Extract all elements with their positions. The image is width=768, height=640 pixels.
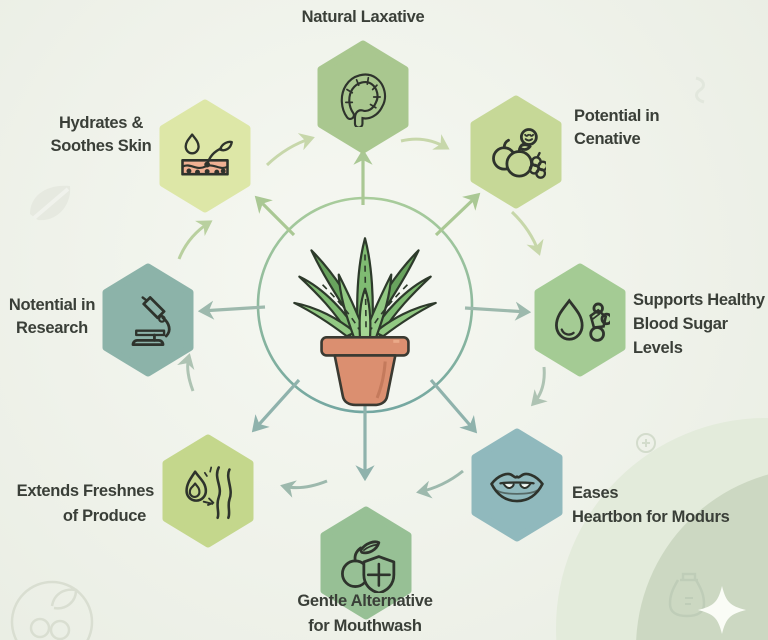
benefit-label: Eases Heartbon for Modurs	[572, 484, 730, 526]
arrow-bottom-to-bottomleft	[280, 479, 328, 498]
fruits-icon	[492, 128, 546, 179]
arrow-left-to-topleft	[177, 220, 213, 260]
arrow-topright-to-right	[510, 210, 544, 256]
radial-spoke-arrows	[197, 148, 532, 482]
skin-layers-icon	[181, 133, 233, 176]
arrow-right-to-bottomright	[530, 366, 548, 407]
benefit-label: Extends Freshnes of Produce	[16, 482, 155, 525]
arrow-bottomleft-to-left	[177, 353, 195, 392]
spoke-bottom-right	[429, 378, 478, 434]
decor-badge-icon	[636, 433, 656, 453]
benefit-label: Potential in Cenative	[574, 107, 660, 148]
benefit-hex-cenative	[468, 94, 564, 210]
aloe-vera-plant-icon	[293, 237, 437, 407]
clockwise-flow-arrows	[177, 133, 548, 499]
benefit-hex-research	[100, 262, 196, 378]
spoke-right	[464, 301, 532, 321]
benefit-label: Hydrates & Soothes Skin	[50, 114, 152, 155]
spoke-bottom-left	[251, 378, 301, 433]
benefit-label: Supports Healthy Blood Sugar Levels	[633, 291, 765, 357]
flame-waves-icon	[185, 466, 232, 520]
benefit-hex-mouthwash	[318, 505, 414, 621]
hexagon-shape	[159, 99, 251, 213]
benefit-hex-skin	[157, 98, 253, 214]
benefit-hex-freshness	[160, 433, 256, 549]
apple-shield-icon	[341, 540, 396, 593]
spoke-top-right	[434, 192, 481, 237]
hexagon-shape	[102, 263, 194, 377]
benefit-label: Natural Laxative	[301, 8, 425, 26]
bottle-watermark-icon	[668, 572, 706, 618]
arrow-bottomright-to-bottom	[416, 469, 464, 499]
circle-leaf-watermark-icon	[10, 580, 94, 640]
microscope-icon	[131, 296, 171, 347]
terracotta-pot	[320, 335, 410, 407]
arrow-top-to-topright	[400, 134, 450, 150]
intestines-icon	[340, 73, 387, 127]
benefit-hex-natural-laxative	[315, 39, 411, 155]
squiggle-icon	[695, 76, 705, 104]
spoke-left	[197, 300, 266, 320]
sparkle-icon	[698, 586, 746, 634]
water-drop-molecule-icon	[555, 298, 610, 342]
hexagon-shape	[471, 428, 563, 542]
benefit-label: Gentle Alternative for Mouthwash	[297, 592, 433, 635]
lips-icon	[490, 472, 544, 503]
benefit-label: Notential in Research	[8, 296, 96, 337]
arrow-topleft-to-top	[265, 133, 315, 167]
benefit-hex-blood-sugar	[532, 262, 628, 378]
spoke-top-left	[254, 195, 296, 237]
benefit-hex-heartburn	[469, 427, 565, 543]
leaf-watermark-icon	[30, 185, 71, 221]
